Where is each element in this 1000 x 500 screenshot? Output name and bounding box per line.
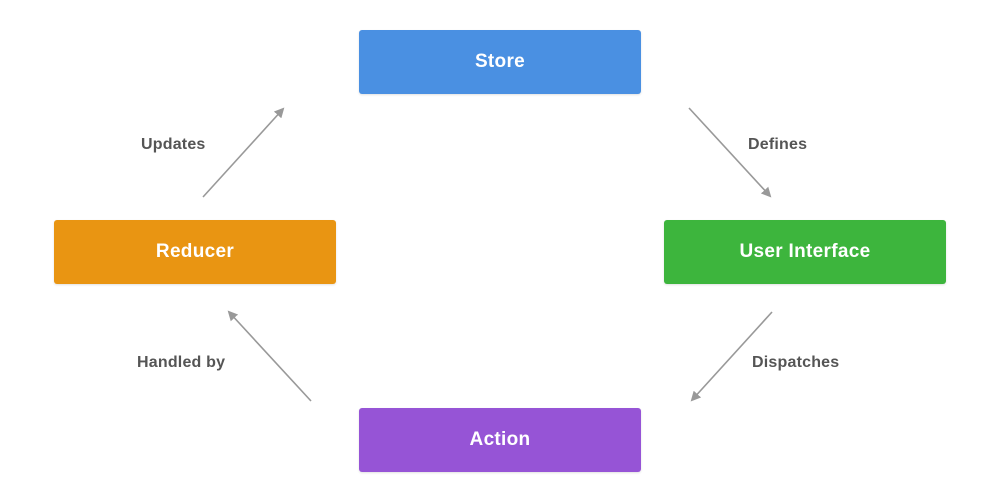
arrow-reducer-to-store xyxy=(202,107,285,198)
user-interface-node: User Interface xyxy=(664,220,946,284)
edge-label-dispatches: Dispatches xyxy=(752,354,840,371)
arrow-action-to-reducer xyxy=(227,310,312,402)
edge-label-handled-by: Handled by xyxy=(137,354,226,371)
edge-label-defines: Defines xyxy=(748,136,808,153)
reducer-node: Reducer xyxy=(54,220,336,284)
arrow-store-to-ui xyxy=(688,107,772,198)
action-node: Action xyxy=(359,408,641,472)
store-node: Store xyxy=(359,30,641,94)
arrow-ui-to-action xyxy=(690,311,773,402)
edge-label-updates: Updates xyxy=(141,136,206,153)
